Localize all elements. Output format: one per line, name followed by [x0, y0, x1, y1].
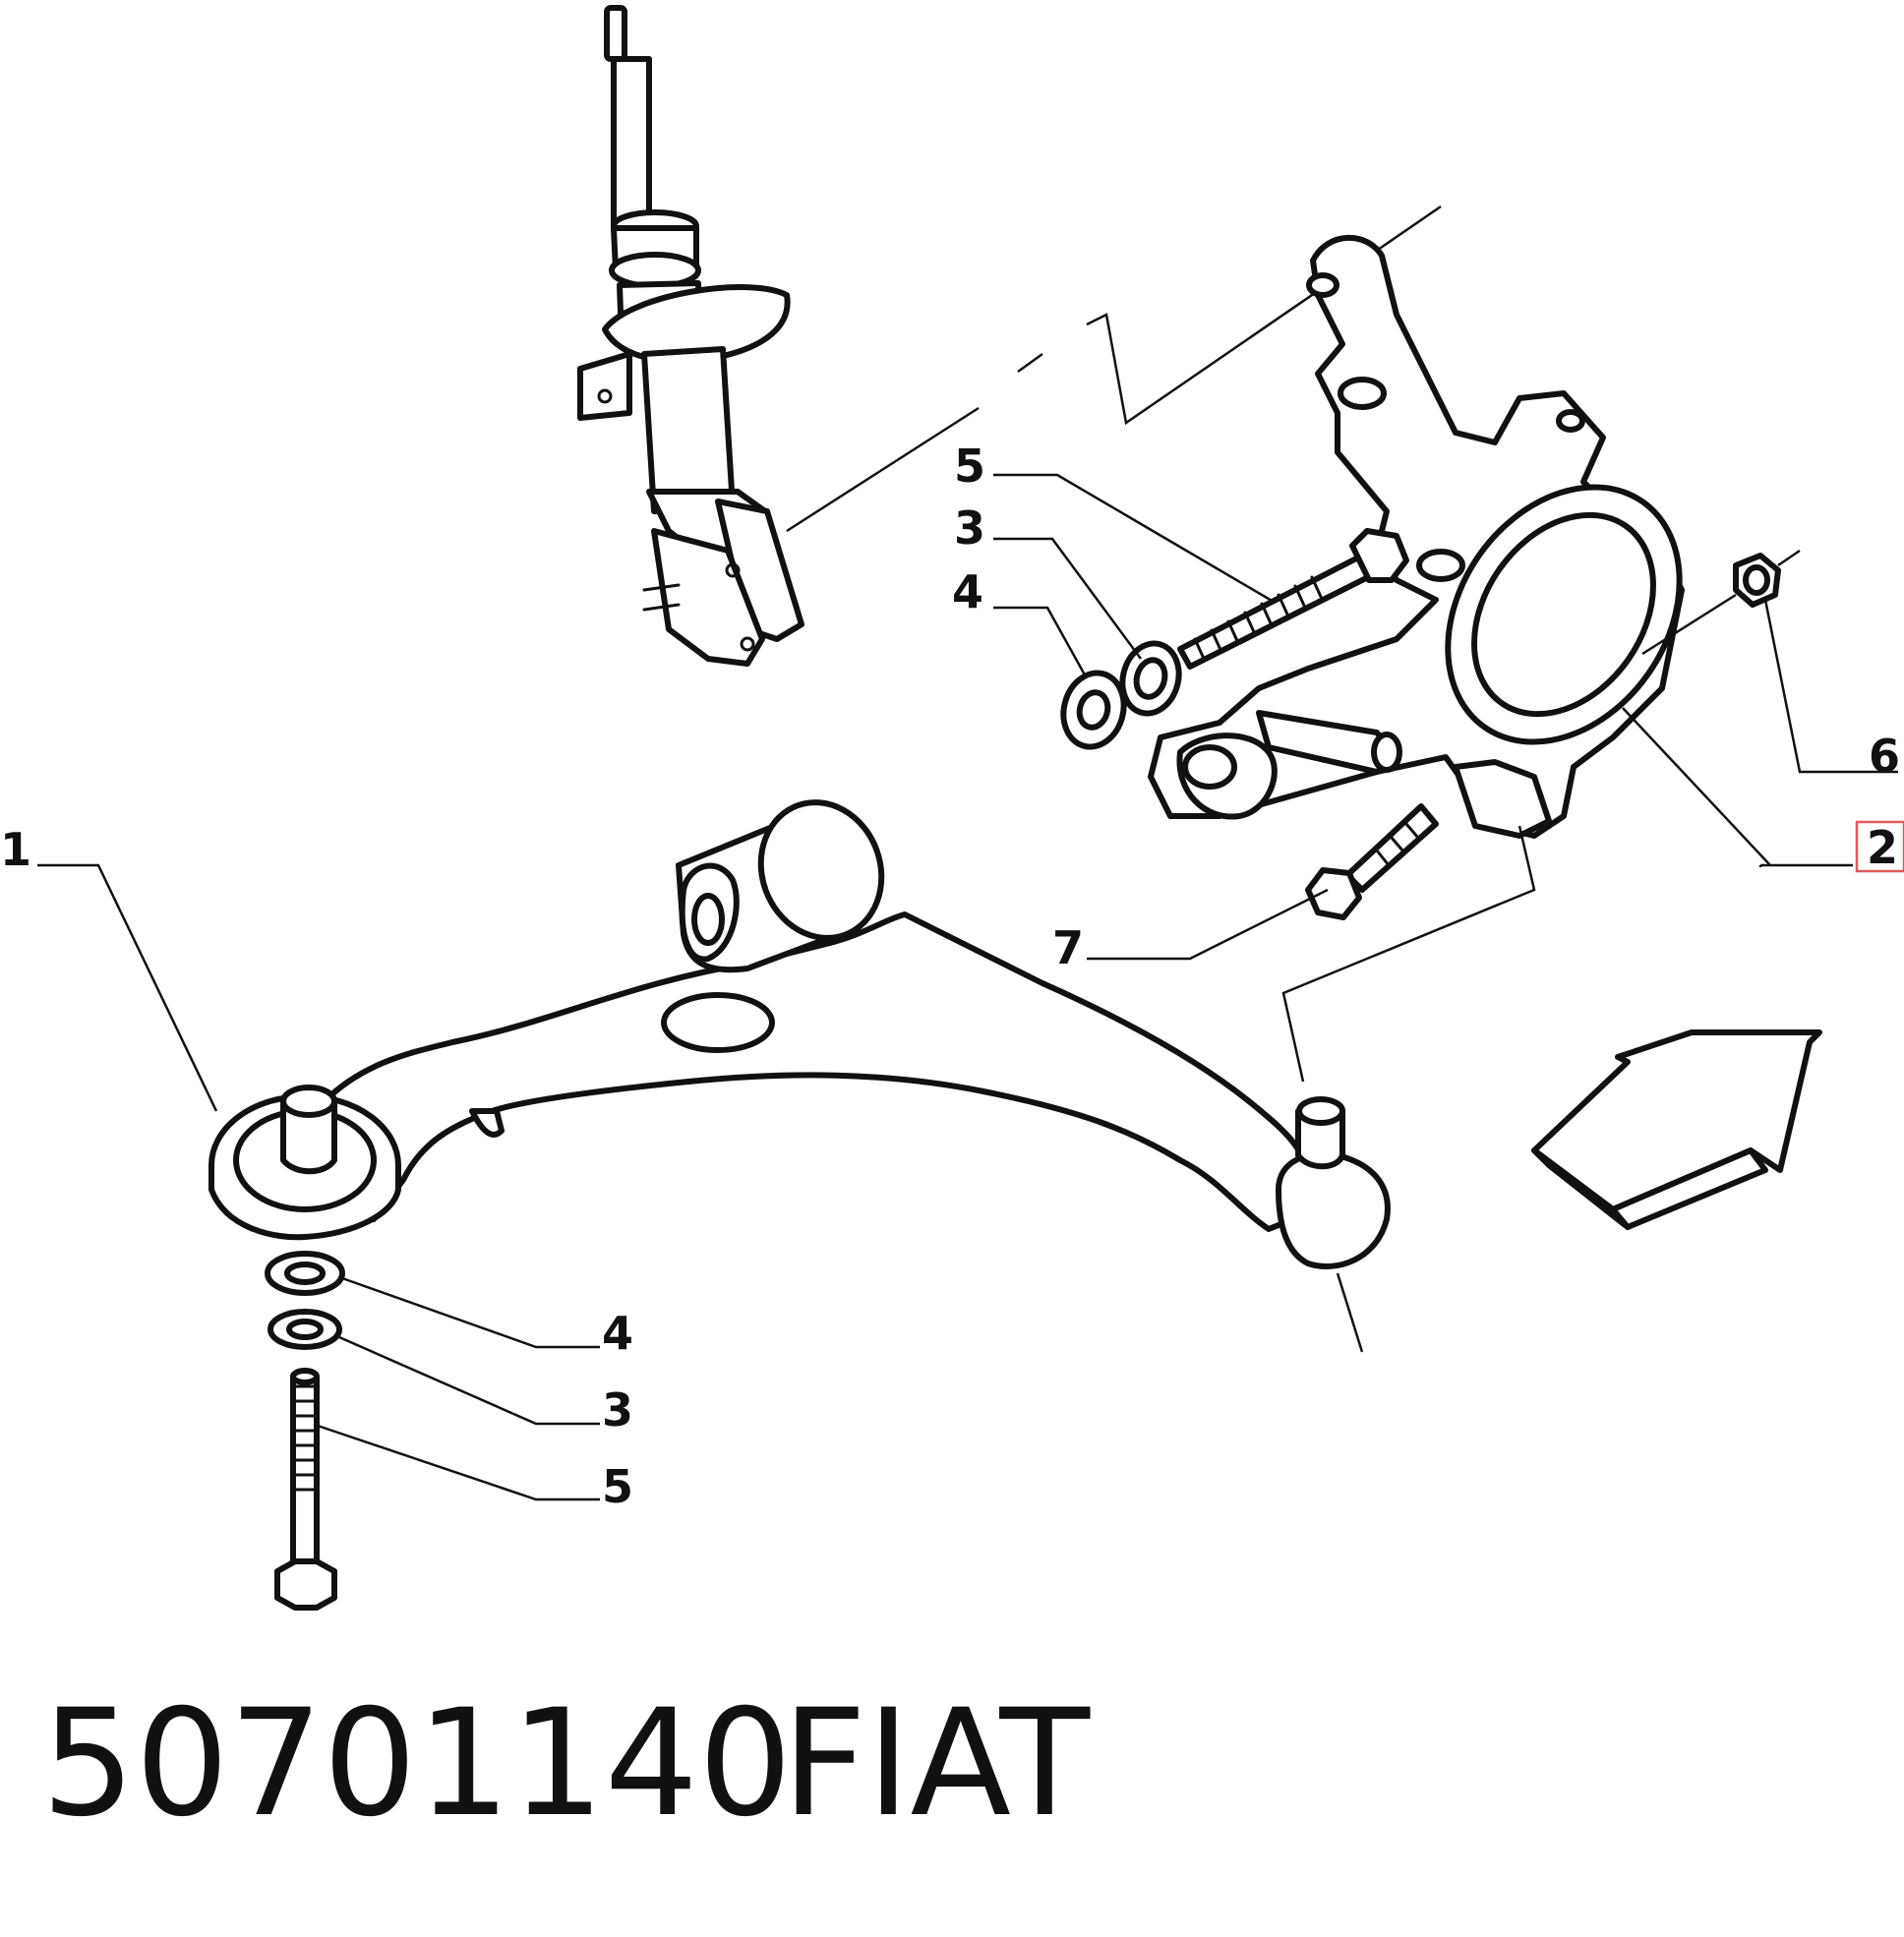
bushing-washer-upper	[1119, 640, 1182, 717]
leader-lines	[37, 473, 1898, 1501]
callout-7-pinch-bolt: 7	[1052, 921, 1084, 974]
callout-5-bolt-upper: 5	[954, 440, 985, 493]
callout-6-nut: 6	[1869, 730, 1900, 783]
callout-1-arm: 1	[0, 823, 31, 876]
callout-2-knuckle: 2	[1867, 821, 1898, 874]
ball-joint-axis-line	[1281, 825, 1536, 1353]
callout-4-plain-washer-upper: 4	[952, 565, 983, 618]
bolt-lower	[274, 1368, 337, 1611]
bushing-washer-lower	[268, 1309, 342, 1350]
plain-washer-lower	[265, 1251, 345, 1296]
callout-3-bushing-washer-lower: 3	[602, 1383, 633, 1437]
steering-knuckle	[1148, 234, 1685, 839]
shock-absorber-strut	[577, 5, 804, 667]
callout-5-bolt-lower: 5	[602, 1460, 633, 1513]
brand-caption: FIAT	[782, 1678, 1091, 1849]
bolt-upper	[1177, 528, 1409, 670]
plain-washer-upper	[1060, 670, 1127, 750]
nut	[1641, 549, 1801, 656]
lower-control-arm	[208, 799, 1391, 1269]
callout-2-highlight-box	[1855, 820, 1904, 873]
direction-arrow	[1531, 1029, 1822, 1230]
callout-4-plain-washer-lower: 4	[602, 1307, 633, 1360]
pinch-bolt	[1305, 803, 1439, 920]
assembly-axis-line	[786, 205, 1442, 533]
part-number-caption: 50701140	[41, 1678, 792, 1849]
callout-3-bushing-washer-upper: 3	[954, 501, 985, 555]
